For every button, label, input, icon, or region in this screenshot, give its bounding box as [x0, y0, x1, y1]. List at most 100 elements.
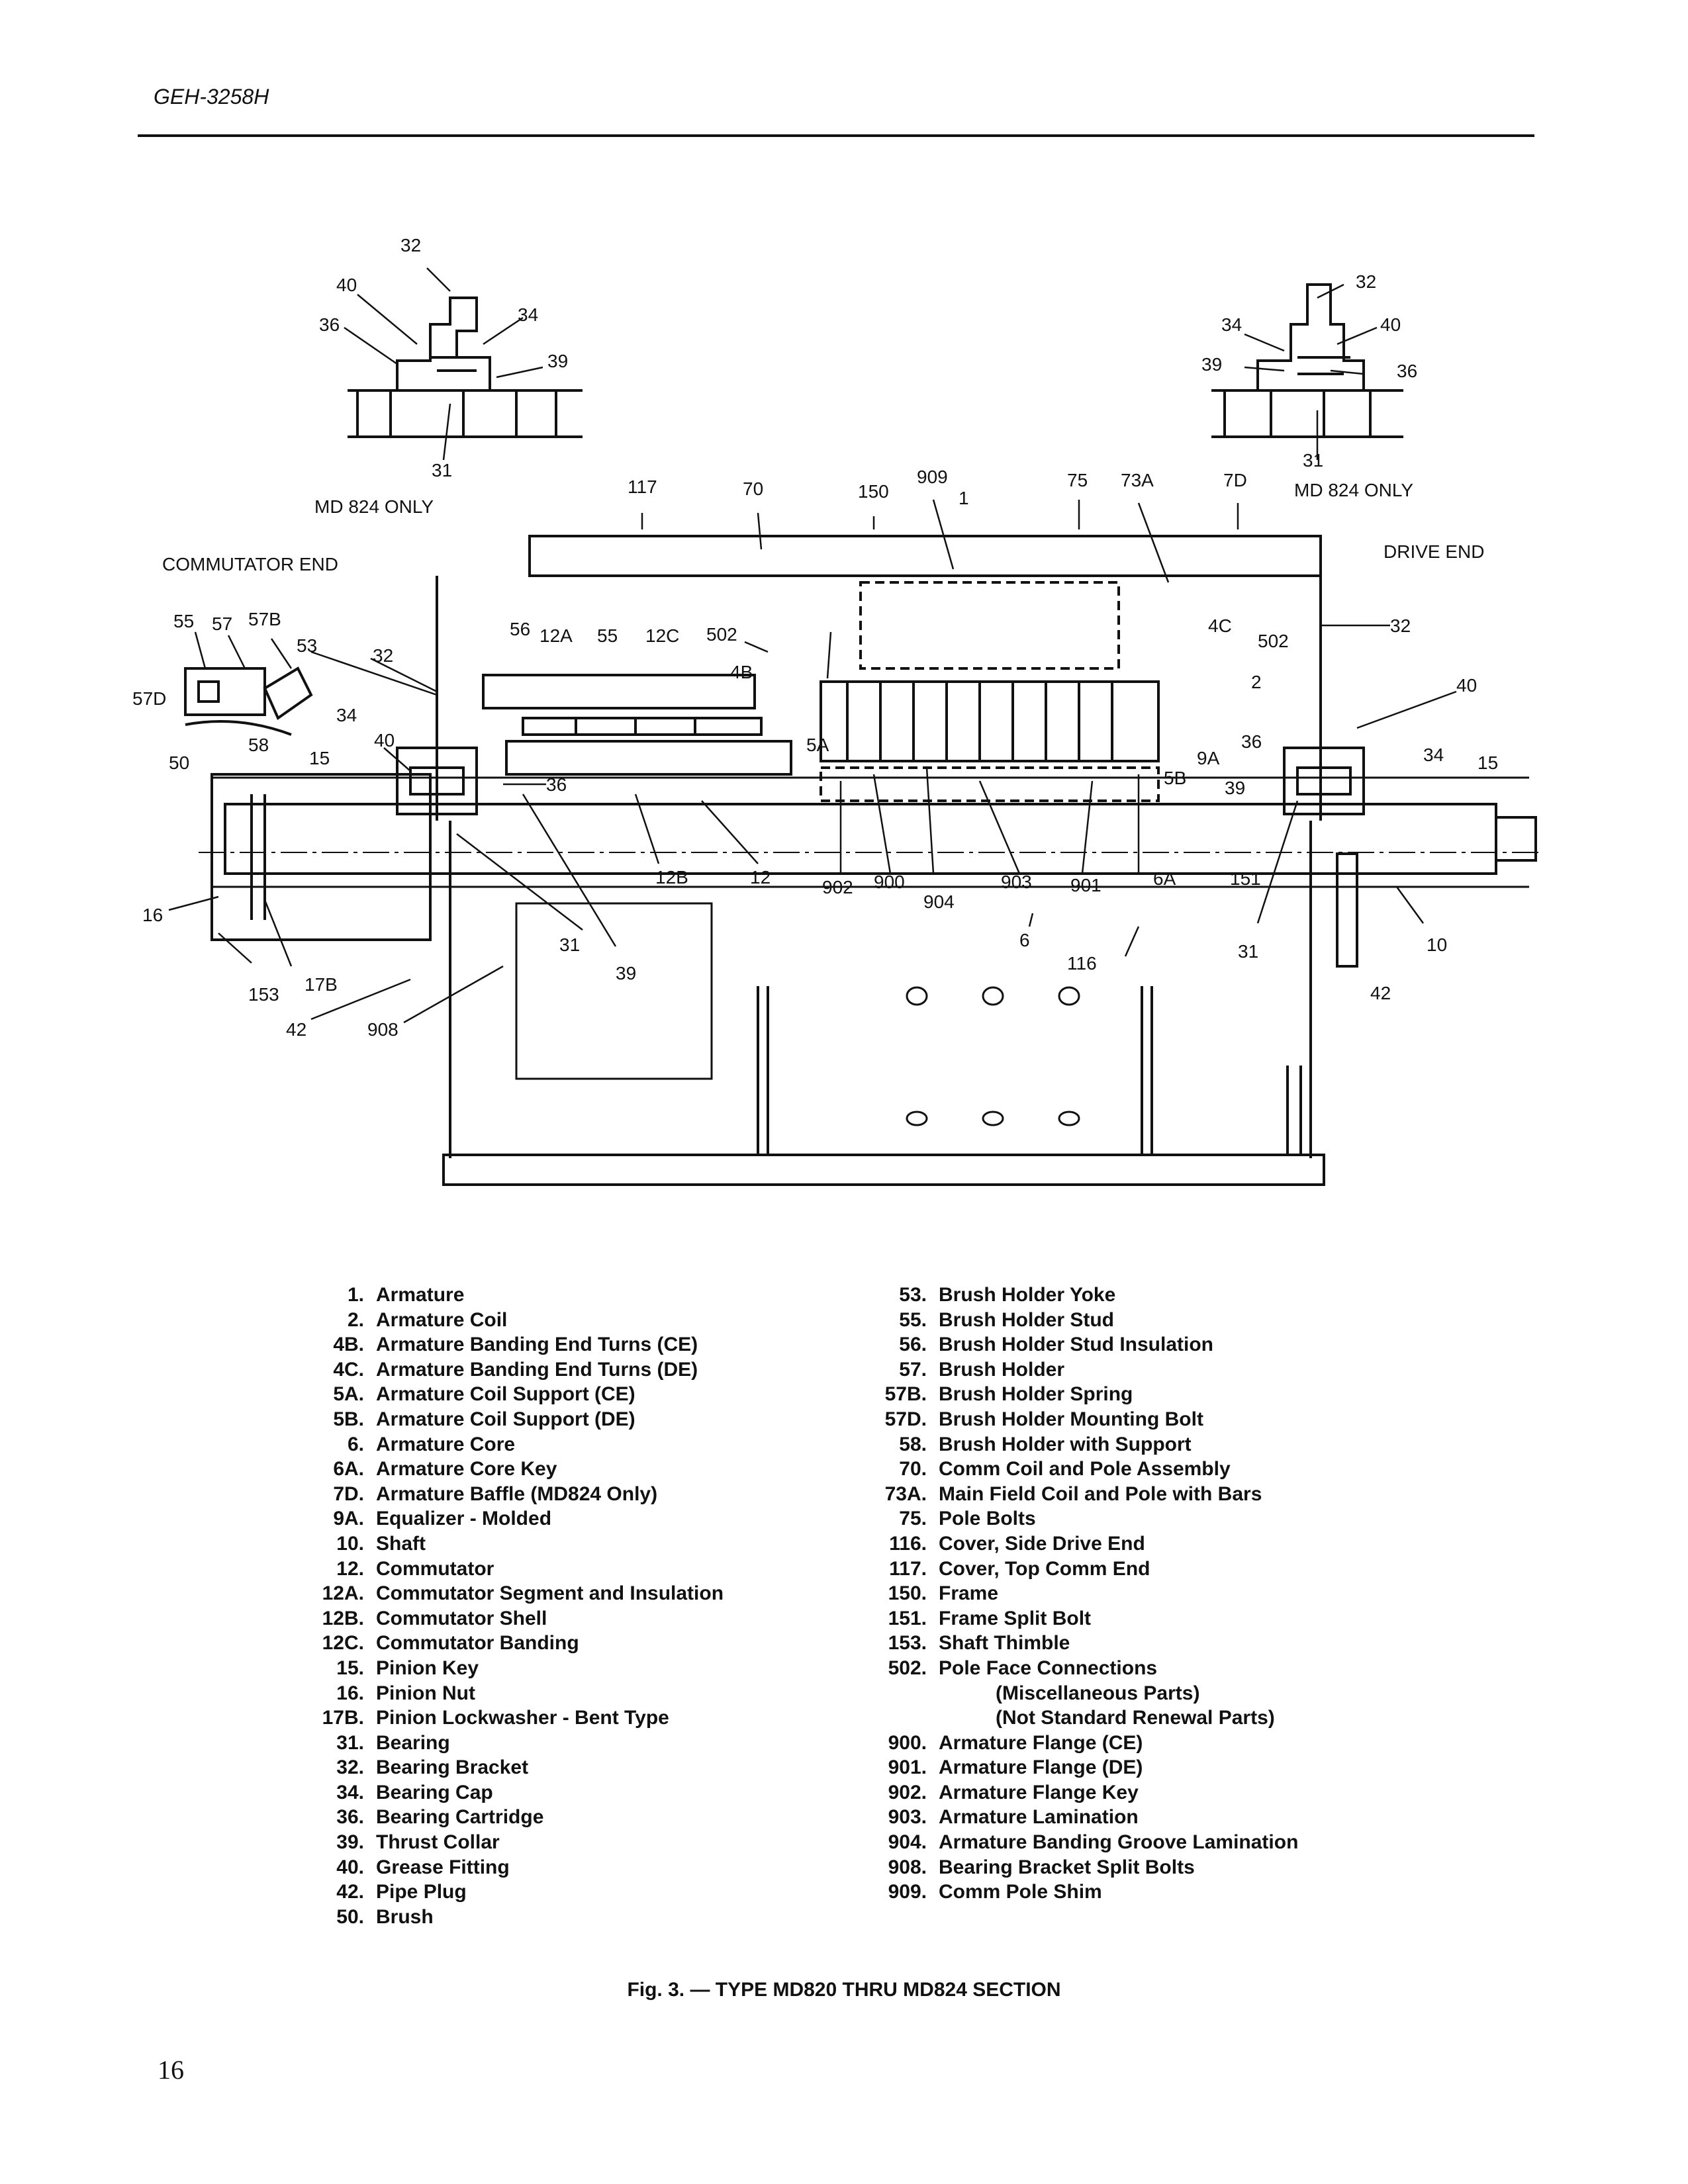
- armature-core: [820, 581, 1160, 802]
- legend-item-number: 17B.: [322, 1707, 364, 1729]
- callout: 16: [142, 905, 163, 925]
- legend-item: 12.Commutator: [285, 1557, 724, 1582]
- callout: 117: [628, 477, 657, 497]
- legend-item-label: Brush Holder Stud: [939, 1308, 1115, 1331]
- callout: 150: [858, 481, 889, 502]
- callout: 900: [874, 872, 905, 892]
- callout: 901: [1070, 875, 1102, 895]
- callout: 9A: [1197, 748, 1220, 768]
- header-rule: [138, 134, 1534, 137]
- legend-item-number: 42.: [336, 1881, 364, 1903]
- section-drawing: 32 40 36 34 39 31 MD 824 ONLY 32 34 40 3…: [132, 235, 1542, 1186]
- legend-item: 10.Shaft: [285, 1531, 724, 1557]
- callout: 34: [518, 304, 538, 325]
- legend-item-number: 902.: [888, 1781, 927, 1803]
- callout: 57: [212, 614, 232, 634]
- legend-item-number: 12.: [336, 1557, 364, 1580]
- callout: 5A: [806, 735, 829, 755]
- legend-item-number: 4B.: [333, 1334, 364, 1356]
- legend-note: (Not Standard Renewal Parts): [996, 1707, 1275, 1729]
- legend-item-label: Armature Flange (DE): [939, 1756, 1143, 1779]
- legend-item-label: Bearing Cartridge: [376, 1806, 544, 1829]
- vent-openings: [906, 986, 1080, 1126]
- callout: 10: [1427, 934, 1447, 955]
- callout: 904: [923, 891, 955, 912]
- legend-item-number: 153.: [888, 1632, 927, 1655]
- legend-item-number: 116.: [889, 1532, 927, 1555]
- legend-item: 17B.Pinion Lockwasher - Bent Type: [285, 1706, 724, 1731]
- callout: 12C: [645, 625, 679, 646]
- legend-item-number: 34.: [336, 1781, 364, 1803]
- page-number: 16: [158, 2055, 184, 2085]
- legend-item: 9A.Equalizer - Molded: [285, 1506, 724, 1531]
- legend-item: 909.Comm Pole Shim: [847, 1880, 1298, 1905]
- callout: 6A: [1153, 868, 1176, 889]
- legend-item: 116.Cover, Side Drive End: [847, 1531, 1298, 1557]
- legend-item: 53.Brush Holder Yoke: [847, 1283, 1298, 1308]
- callout: 42: [286, 1019, 306, 1040]
- legend-item-label: Equalizer - Molded: [376, 1508, 552, 1530]
- legend-item: 57B.Brush Holder Spring: [847, 1382, 1298, 1407]
- inset-note-right: MD 824 ONLY: [1294, 480, 1413, 500]
- callout: 34: [1423, 745, 1444, 765]
- legend-item: 5B. Armature Coil Support (DE): [285, 1407, 724, 1432]
- legend-item: 6A.Armature Core Key: [285, 1457, 724, 1482]
- legend-note: (Miscellaneous Parts): [996, 1682, 1200, 1704]
- figure-caption: Fig. 3. — TYPE MD820 THRU MD824 SECTION: [627, 1979, 1061, 2001]
- legend-item: 4B.Armature Banding End Turns (CE): [285, 1332, 724, 1357]
- legend-item: 42.Pipe Plug: [285, 1880, 724, 1905]
- legend-item-number: 7D.: [333, 1482, 364, 1505]
- legend-item: 901.Armature Flange (DE): [847, 1755, 1298, 1780]
- legend-item-number: 57B.: [884, 1383, 927, 1406]
- callout: 502: [706, 624, 737, 645]
- callout: 31: [559, 934, 580, 955]
- legend-item-number: 12B.: [322, 1607, 364, 1629]
- legend-item-label: Thrust Collar: [376, 1831, 500, 1854]
- legend-item: 40.Grease Fitting: [285, 1855, 724, 1880]
- callout: 36: [1241, 731, 1262, 752]
- legend-item-label: Brush: [376, 1905, 434, 1928]
- legend-item: 908.Bearing Bracket Split Bolts: [847, 1855, 1298, 1880]
- legend-item: 39. Thrust Collar: [285, 1830, 724, 1855]
- callout: 56: [510, 619, 530, 639]
- legend-item-number: 6A.: [333, 1458, 364, 1480]
- callout: 36: [546, 774, 567, 795]
- callout: 73A: [1121, 470, 1154, 490]
- legend-item-label: Armature: [376, 1284, 465, 1306]
- callout: 5B: [1164, 768, 1186, 788]
- callout: 40: [336, 275, 357, 295]
- callout: 39: [1225, 778, 1245, 798]
- legend-item-label: Brush Holder Mounting Bolt: [939, 1408, 1203, 1430]
- legend-item-label: Armature Flange Key: [939, 1781, 1139, 1803]
- legend-item-number: 117.: [889, 1557, 927, 1580]
- inset-note-left: MD 824 ONLY: [314, 496, 434, 517]
- callout: 32: [1390, 615, 1411, 636]
- drive-end-label: DRIVE END: [1383, 541, 1484, 562]
- callout: 908: [367, 1019, 399, 1040]
- legend-item-number: 39.: [336, 1831, 364, 1854]
- legend-item-label: Bearing Cap: [376, 1781, 493, 1803]
- legend-item: 150.Frame: [847, 1581, 1298, 1606]
- bearing-de: [1283, 747, 1365, 815]
- legend-item-label: Commutator Banding: [376, 1632, 579, 1655]
- callout: 502: [1258, 631, 1289, 651]
- callout: 31: [1303, 450, 1323, 471]
- legend-item-number: 36.: [336, 1806, 364, 1829]
- callout: 42: [1370, 983, 1391, 1003]
- callout: 32: [400, 235, 421, 255]
- legend-item-number: 5B.: [333, 1408, 364, 1430]
- legend-item: 73A.Main Field Coil and Pole with Bars: [847, 1482, 1298, 1507]
- legend-item-number: 5A.: [333, 1383, 364, 1406]
- legend-item: 902. Armature Flange Key: [847, 1780, 1298, 1805]
- commutator: [482, 674, 792, 776]
- legend-item: 6.Armature Core: [285, 1432, 724, 1457]
- callout: 12A: [539, 625, 573, 646]
- legend-item-label: Armature Banding Groove Lamination: [939, 1831, 1299, 1854]
- legend-item-label: Pole Face Connections: [939, 1657, 1158, 1679]
- legend-item-label: Armature Coil Support (DE): [376, 1408, 635, 1430]
- legend-item-number: 10.: [336, 1532, 364, 1555]
- callout: 57B: [248, 609, 281, 629]
- callout: 15: [309, 748, 330, 768]
- legend-item: 151.Frame Split Bolt: [847, 1606, 1298, 1631]
